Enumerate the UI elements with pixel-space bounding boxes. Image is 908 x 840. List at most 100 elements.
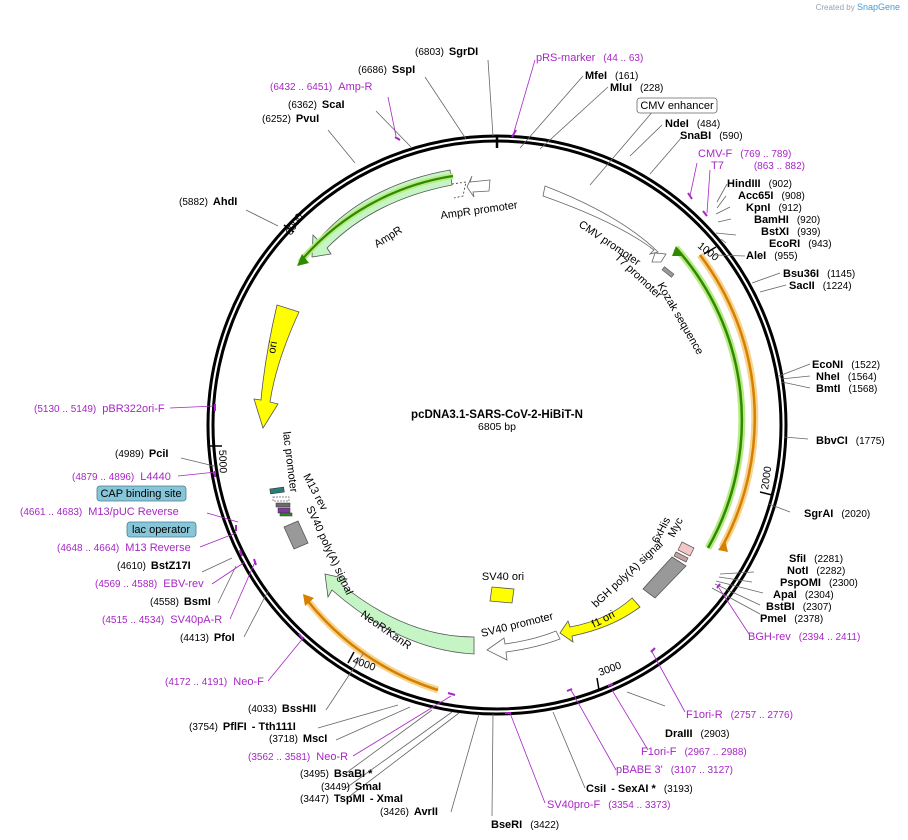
enzyme-tspmi[interactable]: (3447)TspMI- XmaI — [300, 793, 403, 805]
primer-m13puc-reverse[interactable]: (4661 .. 4683)M13/pUC Reverse — [20, 506, 179, 518]
primer-ebv-rev[interactable]: (4569 .. 4588)EBV-rev — [95, 578, 204, 590]
enzyme-scai[interactable]: (6362)ScaI — [288, 99, 345, 111]
bgh-polya-label: bGH poly(A) signal — [590, 538, 666, 610]
sv40-ori-label: SV40 ori — [482, 571, 524, 583]
snapgene-brand: SnapGene — [856, 2, 900, 12]
cmv-enhancer-box[interactable] — [636, 97, 718, 114]
primer-cmv-f[interactable]: CMV-F(769 .. 789) — [698, 148, 791, 160]
enzyme-pspomi[interactable]: PspOMI(2300) — [780, 577, 858, 589]
enzyme-alei[interactable]: AleI(955) — [746, 250, 798, 262]
primer-f1ori-f[interactable]: F1ori-F(2967 .. 2988) — [641, 746, 747, 758]
enzyme-noti[interactable]: NotI(2282) — [787, 565, 845, 577]
primer-pbabe3[interactable]: pBABE 3'(3107 .. 3127) — [616, 764, 733, 776]
sv40-polya-box[interactable] — [283, 520, 309, 550]
enzyme-kpni[interactable]: KpnI(912) — [746, 202, 802, 214]
neor-arrow[interactable] — [324, 573, 475, 655]
ampr-label: AmpR — [372, 224, 404, 250]
enzyme-sspi[interactable]: (6686)SspI — [358, 64, 415, 76]
enzyme-sgrai[interactable]: SgrAI(2020) — [804, 508, 870, 520]
primer-leader-lines — [169, 59, 750, 804]
his-tag-box[interactable] — [677, 541, 695, 557]
plasmid-length: 6805 bp — [478, 421, 516, 433]
primer-t7[interactable]: T7(863 .. 882) — [711, 160, 805, 172]
kozak-label: Kozak sequence — [654, 281, 705, 357]
enzyme-smai[interactable]: (3449)SmaI — [321, 781, 381, 793]
enzyme-bmti[interactable]: BmtI(1568) — [816, 383, 877, 395]
primer-m13-reverse[interactable]: (4648 .. 4664)M13 Reverse — [57, 542, 191, 554]
primer-neo-r[interactable]: (3562 .. 3581)Neo-R — [248, 751, 348, 763]
enzyme-acc65i[interactable]: Acc65I(908) — [738, 190, 805, 202]
m13-green-box[interactable] — [279, 512, 293, 517]
primer-sv40pro-f[interactable]: SV40pro-F(3354 .. 3373) — [547, 799, 670, 811]
enzyme-bstbi[interactable]: BstBI(2307) — [766, 601, 832, 613]
enzyme-bstz17i[interactable]: (4610)BstZ17I — [117, 560, 191, 572]
lac-promoter-arrow[interactable] — [272, 496, 290, 502]
cap-binding-box[interactable] — [96, 485, 187, 502]
myc-tag-box[interactable] — [673, 551, 689, 563]
enzyme-pmei[interactable]: PmeI(2378) — [760, 613, 823, 625]
enzyme-mfei[interactable]: MfeI(161) — [585, 70, 638, 82]
enzyme-csii[interactable]: CsiI- SexAI *(3193) — [586, 783, 693, 795]
orf-orange-arrow[interactable] — [699, 254, 757, 548]
enzyme-mlui[interactable]: MluI(228) — [610, 82, 663, 94]
ampr-promoter-arrow[interactable] — [466, 175, 491, 198]
enzyme-msci[interactable]: (3718)MscI — [269, 733, 327, 745]
m13-rev-box[interactable] — [275, 502, 291, 508]
enzyme-ahdi[interactable]: (5882)AhdI — [179, 196, 237, 208]
enzyme-draiii[interactable]: DraIII(2903) — [665, 728, 729, 740]
cmv-promoter-arrow[interactable] — [542, 185, 659, 255]
orf-green-arrow[interactable] — [675, 247, 744, 549]
primer-marks — [214, 129, 721, 714]
enzyme-apai[interactable]: ApaI(2304) — [773, 589, 834, 601]
enzyme-sacii[interactable]: SacII(1224) — [789, 280, 852, 292]
tick-label-6000: 6000 — [283, 211, 306, 237]
primer-sv40pa-r[interactable]: (4515 .. 4534)SV40pA-R — [102, 614, 222, 626]
enzyme-pfoi[interactable]: (4413)PfoI — [180, 632, 235, 644]
enzyme-ecori[interactable]: EcoRI(943) — [769, 238, 832, 250]
ampr-green-head — [297, 254, 309, 266]
enzyme-bsmi[interactable]: (4558)BsmI — [150, 596, 211, 608]
primer-pbr322ori-f[interactable]: (5130 .. 5149)pBR322ori-F — [34, 403, 165, 415]
f1-ori-arrow[interactable] — [559, 597, 641, 643]
enzyme-bbvci[interactable]: BbvCI(1775) — [816, 435, 885, 447]
primer-neo-f[interactable]: (4172 .. 4191)Neo-F — [165, 676, 264, 688]
sv40-promoter-arrow[interactable] — [486, 630, 561, 661]
enzyme-pcii[interactable]: (4989)PciI — [115, 448, 168, 460]
enzyme-pvui[interactable]: (6252)PvuI — [262, 113, 319, 125]
enzyme-snabi[interactable]: SnaBI(590) — [680, 130, 743, 142]
enzyme-nhei[interactable]: NheI(1564) — [816, 371, 877, 383]
enzyme-bsu36i[interactable]: Bsu36I(1145) — [783, 268, 855, 280]
neo-orange-arrow[interactable] — [306, 599, 439, 692]
lac-operator-box[interactable] — [277, 507, 291, 514]
kozak-box[interactable] — [661, 266, 675, 278]
enzyme-bseri[interactable]: BseRI(3422) — [491, 819, 559, 831]
ampr-green-line[interactable] — [299, 174, 454, 263]
enzyme-sfii[interactable]: SfiI(2281) — [789, 553, 843, 565]
sv40-ori-box[interactable] — [489, 586, 515, 604]
cmv-enhancer-label: CMV enhancer — [640, 100, 714, 112]
enzyme-bstxi[interactable]: BstXI(939) — [761, 226, 820, 238]
lac-operator-label-box[interactable] — [126, 521, 197, 538]
primer-f1ori-r[interactable]: F1ori-R(2757 .. 2776) — [686, 709, 793, 721]
enzyme-ndei[interactable]: NdeI(484) — [665, 118, 720, 130]
primer-l4440[interactable]: (4879 .. 4896)L4440 — [72, 471, 171, 483]
enzyme-bamhi[interactable]: BamHI(920) — [754, 214, 820, 226]
enzyme-avrii[interactable]: (3426)AvrII — [380, 806, 438, 818]
primer-prs-marker[interactable]: pRS-marker(44 .. 63) — [536, 52, 643, 64]
enzyme-econi[interactable]: EcoNI(1522) — [812, 359, 880, 371]
enzyme-pflfi[interactable]: (3754)PflFI- Tth111I — [189, 721, 296, 733]
primer-amp-r[interactable]: (6432 .. 6451)Amp-R — [270, 81, 373, 93]
enzyme-bsshii[interactable]: (4033)BssHII — [248, 703, 316, 715]
t7-promoter-arrow[interactable] — [651, 252, 667, 263]
primer-bgh-rev[interactable]: BGH-rev(2394 .. 2411) — [748, 631, 860, 643]
enzyme-bsabi[interactable]: (3495)BsaBI * — [300, 768, 373, 780]
tick-label-3000: 3000 — [597, 659, 623, 678]
cap-site-box[interactable] — [269, 486, 285, 495]
tick-3000 — [596, 677, 600, 691]
enzyme-hindiii[interactable]: HindIII(902) — [727, 178, 792, 190]
ori-arrow[interactable] — [253, 304, 300, 429]
enzyme-sgrdi[interactable]: (6803)SgrDI — [415, 46, 478, 58]
bgh-polya-box[interactable] — [642, 556, 687, 599]
ampr-dotted-marker — [451, 181, 467, 199]
orf-green-head — [672, 246, 683, 256]
